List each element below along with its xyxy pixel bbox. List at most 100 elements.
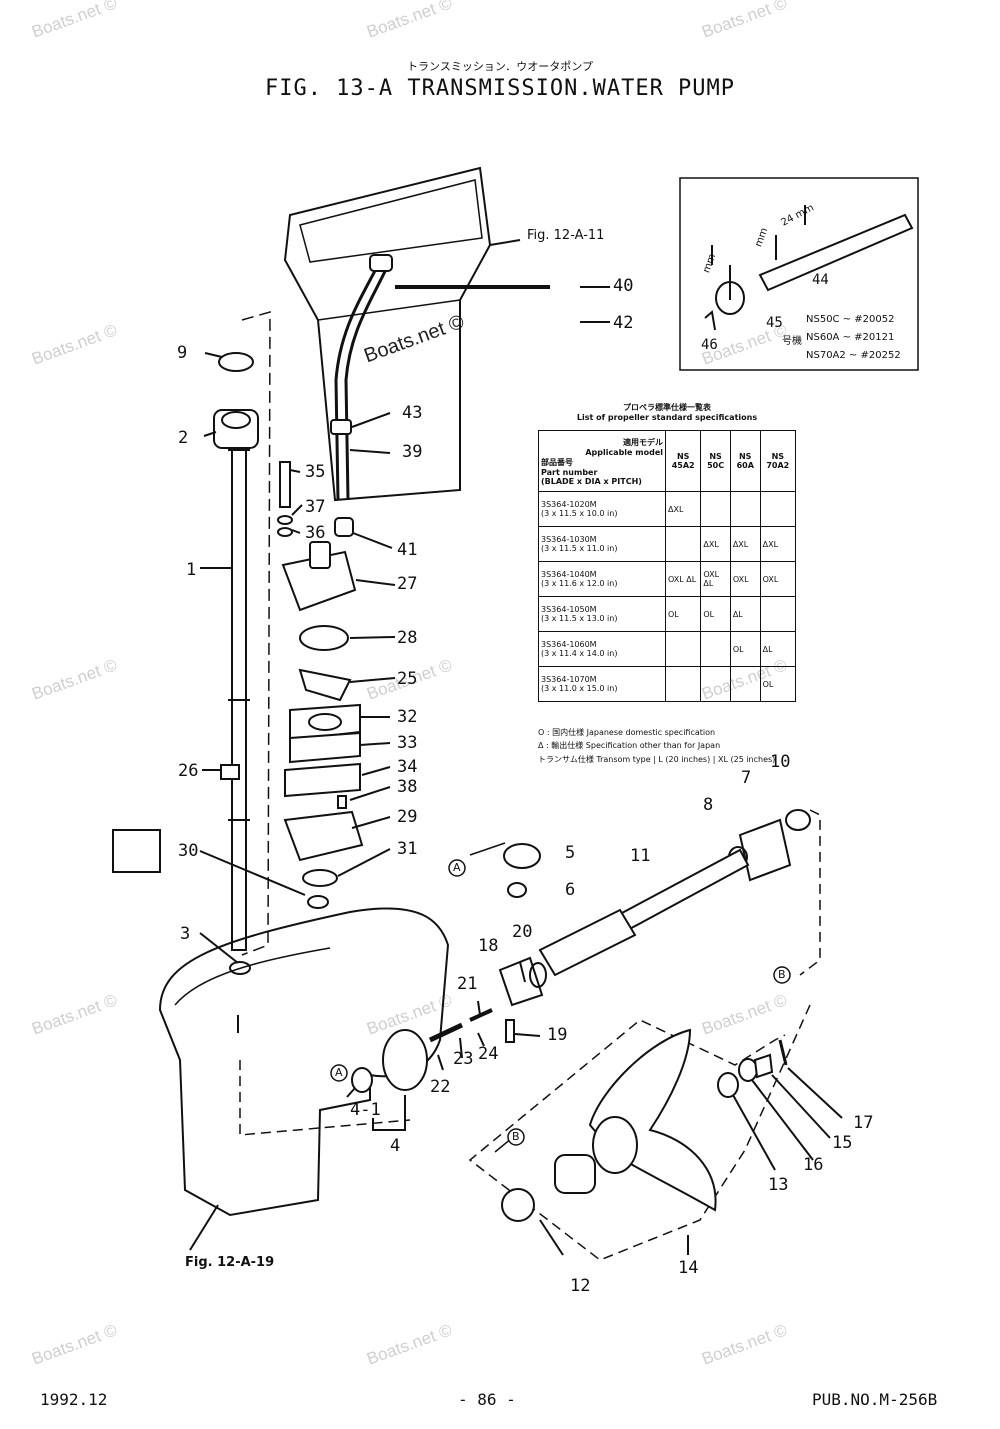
part-label: 36	[305, 523, 326, 543]
part-label: 28	[397, 628, 418, 648]
part-label: 18	[478, 936, 499, 956]
table-header-model: NS 60A	[729, 430, 761, 492]
header-part-en: Part number	[541, 467, 598, 477]
part-label: 44	[812, 272, 829, 288]
part-label: 19	[547, 1025, 568, 1045]
marker-b: B	[778, 968, 786, 981]
table-header-model: NS 70A2	[759, 430, 797, 492]
table-header-model: NS 45A2	[664, 430, 702, 492]
spec-title-jp: プロペラ標準仕様一覧表	[623, 403, 711, 412]
part-label: 11	[630, 846, 651, 866]
insert-cartridge	[299, 625, 349, 651]
table-header-part: 適用モデル Applicable model 部品番号 Part number …	[538, 430, 666, 492]
table-cell: ΔXL	[729, 526, 761, 562]
part-label: 16	[803, 1155, 824, 1175]
marker-a-circle	[330, 1064, 348, 1082]
cell-part: 3S364-1020M(3 x 11.5 x 10.0 in)	[538, 491, 666, 527]
table-cell: OXL ΔL	[664, 561, 702, 597]
part-label: 20	[512, 922, 533, 942]
gear-7	[738, 818, 792, 882]
pin-19	[505, 1019, 515, 1043]
marker-a: A	[453, 861, 461, 874]
table-cell	[664, 631, 702, 667]
part-label: 7	[741, 768, 752, 788]
table-cell: OXL	[729, 561, 761, 597]
inset-serial: NS70A2 ~ #20252	[806, 350, 901, 361]
part-number: 3S364-1070M	[541, 675, 597, 684]
part-label: 45	[766, 315, 783, 331]
part-label: 6	[565, 880, 576, 900]
diagram-subtitle-jp: トランスミッション．ウオータポンプ	[407, 60, 593, 73]
part-label: 17	[853, 1113, 874, 1133]
ref-label-bottom: Fig. 12-A-19	[185, 1255, 275, 1270]
upper-casing	[283, 166, 492, 502]
part-label: 46	[701, 337, 718, 353]
part-label: 4	[390, 1136, 401, 1156]
part-label: 10	[770, 752, 791, 772]
part-label: 29	[397, 807, 418, 827]
pump-case-29	[283, 810, 364, 862]
inset-serial: NS50C ~ #20052	[806, 314, 895, 325]
table-cell: ΔXL	[759, 526, 797, 562]
part-label: 15	[832, 1133, 853, 1153]
table-cell	[700, 666, 731, 702]
thrust-washer-12	[501, 1188, 535, 1222]
spec-title-en: List of propeller standard specification…	[576, 413, 758, 422]
table-cell: ΔL	[729, 596, 761, 632]
part-label: 2	[178, 428, 189, 448]
footer-date: 1992.12	[40, 1390, 108, 1409]
table-row: 3S364-1020M(3 x 11.5 x 10.0 in) ΔXL	[538, 491, 797, 527]
ring-9	[218, 352, 254, 372]
table-cell	[664, 526, 702, 562]
cell-part: 3S364-1030M(3 x 11.5 x 11.0 in)	[538, 526, 666, 562]
spacer	[554, 1154, 596, 1194]
gasket-34	[284, 762, 361, 798]
part-number: 3S364-1030M	[541, 535, 597, 544]
part-label: 24	[478, 1044, 499, 1064]
part-spec: (3 x 11.0 x 15.0 in)	[541, 684, 618, 693]
marker-a: A	[335, 1066, 343, 1079]
header-part-sub: (BLADE x DIA x PITCH)	[541, 476, 642, 486]
part-label: 9	[177, 343, 188, 363]
part-label: 14	[678, 1258, 699, 1278]
part-label: 43	[402, 403, 423, 423]
table-cell: OL	[759, 666, 797, 702]
table-cell: OL	[729, 631, 761, 667]
part-label: 39	[402, 442, 423, 462]
header-model-jp: 適用モデル	[623, 437, 663, 447]
table-cell: OL	[664, 596, 702, 632]
part-label: 30	[178, 841, 199, 861]
inset-serial-label: 号機	[782, 336, 802, 347]
header-part-jp: 部品番号	[541, 457, 573, 467]
table-cell	[700, 491, 731, 527]
table-header-row: 適用モデル Applicable model 部品番号 Part number …	[538, 430, 797, 492]
cell-part: 3S364-1070M(3 x 11.0 x 15.0 in)	[538, 666, 666, 702]
propeller-14	[588, 1028, 717, 1212]
part-number: 3S364-1050M	[541, 605, 597, 614]
marker-b: B	[512, 1130, 520, 1143]
part-label: 1	[186, 560, 197, 580]
table-cell	[759, 596, 797, 632]
table-cell: ΔXL	[664, 491, 702, 527]
table-cell: OXL	[759, 561, 797, 597]
ref-label-top: Fig. 12-A-11	[527, 228, 605, 243]
bevel-gear-4	[382, 1029, 428, 1091]
part-spec: (3 x 11.4 x 14.0 in)	[541, 649, 618, 658]
table-row: 3S364-1060M(3 x 11.4 x 14.0 in) OL ΔL	[538, 631, 797, 667]
washer-13	[717, 1072, 739, 1098]
footer-page: - 86 -	[458, 1390, 516, 1409]
cell-part: 3S364-1040M(3 x 11.6 x 12.0 in)	[538, 561, 666, 597]
table-row: 3S364-1040M(3 x 11.6 x 12.0 in) OXL ΔL O…	[538, 561, 797, 597]
table-cell	[700, 631, 731, 667]
shaft-44	[758, 213, 914, 292]
table-cell	[759, 491, 797, 527]
table-cell	[729, 491, 761, 527]
table-note: トランサム仕様 Transom type | L (20 inches) | X…	[538, 755, 776, 764]
part-label: 25	[397, 669, 418, 689]
diagram-title: FIG. 13-A TRANSMISSION.WATER PUMP	[264, 76, 736, 101]
part-label: 12	[570, 1276, 591, 1296]
part-label: 38	[397, 777, 418, 797]
part-label: 13	[768, 1175, 789, 1195]
part-number: 3S364-1040M	[541, 570, 597, 579]
